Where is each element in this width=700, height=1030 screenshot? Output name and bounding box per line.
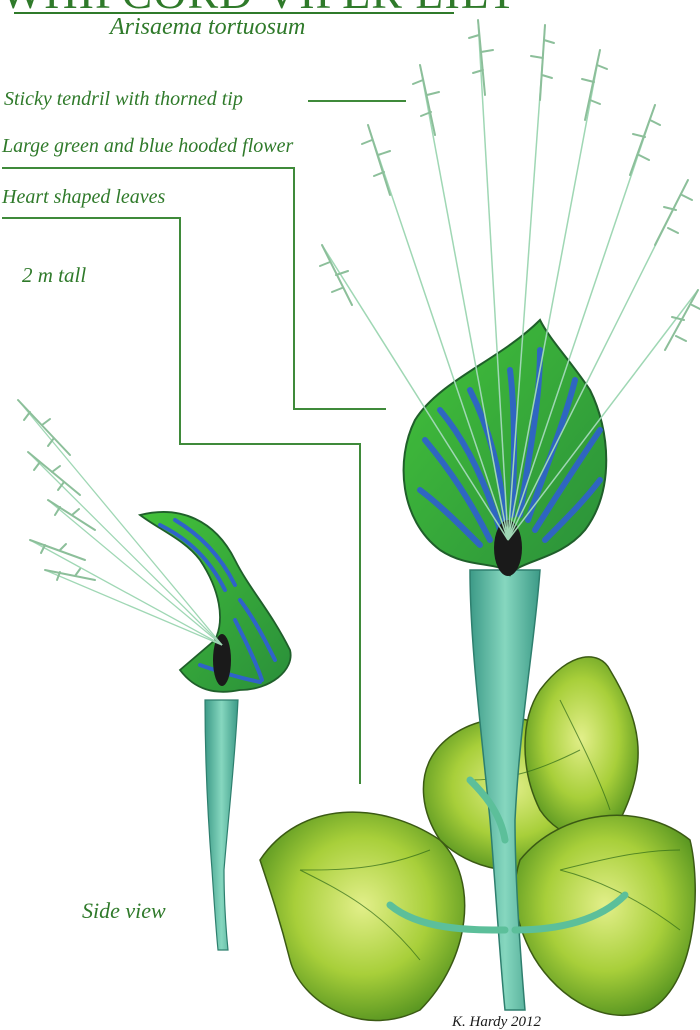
side-stem	[205, 700, 238, 950]
leader-flower	[2, 168, 386, 409]
leader-leaves	[2, 218, 360, 784]
heart-leaves	[260, 657, 695, 1021]
side-thorned-tips	[18, 400, 95, 580]
hooded-flower	[404, 320, 607, 576]
leaf-right	[515, 815, 695, 1015]
leaf-back-right	[525, 657, 638, 838]
thorned-tips	[320, 20, 700, 350]
leaf-left	[260, 812, 465, 1020]
artist-signature: K. Hardy 2012	[451, 1014, 542, 1030]
side-view-plant	[18, 400, 291, 950]
